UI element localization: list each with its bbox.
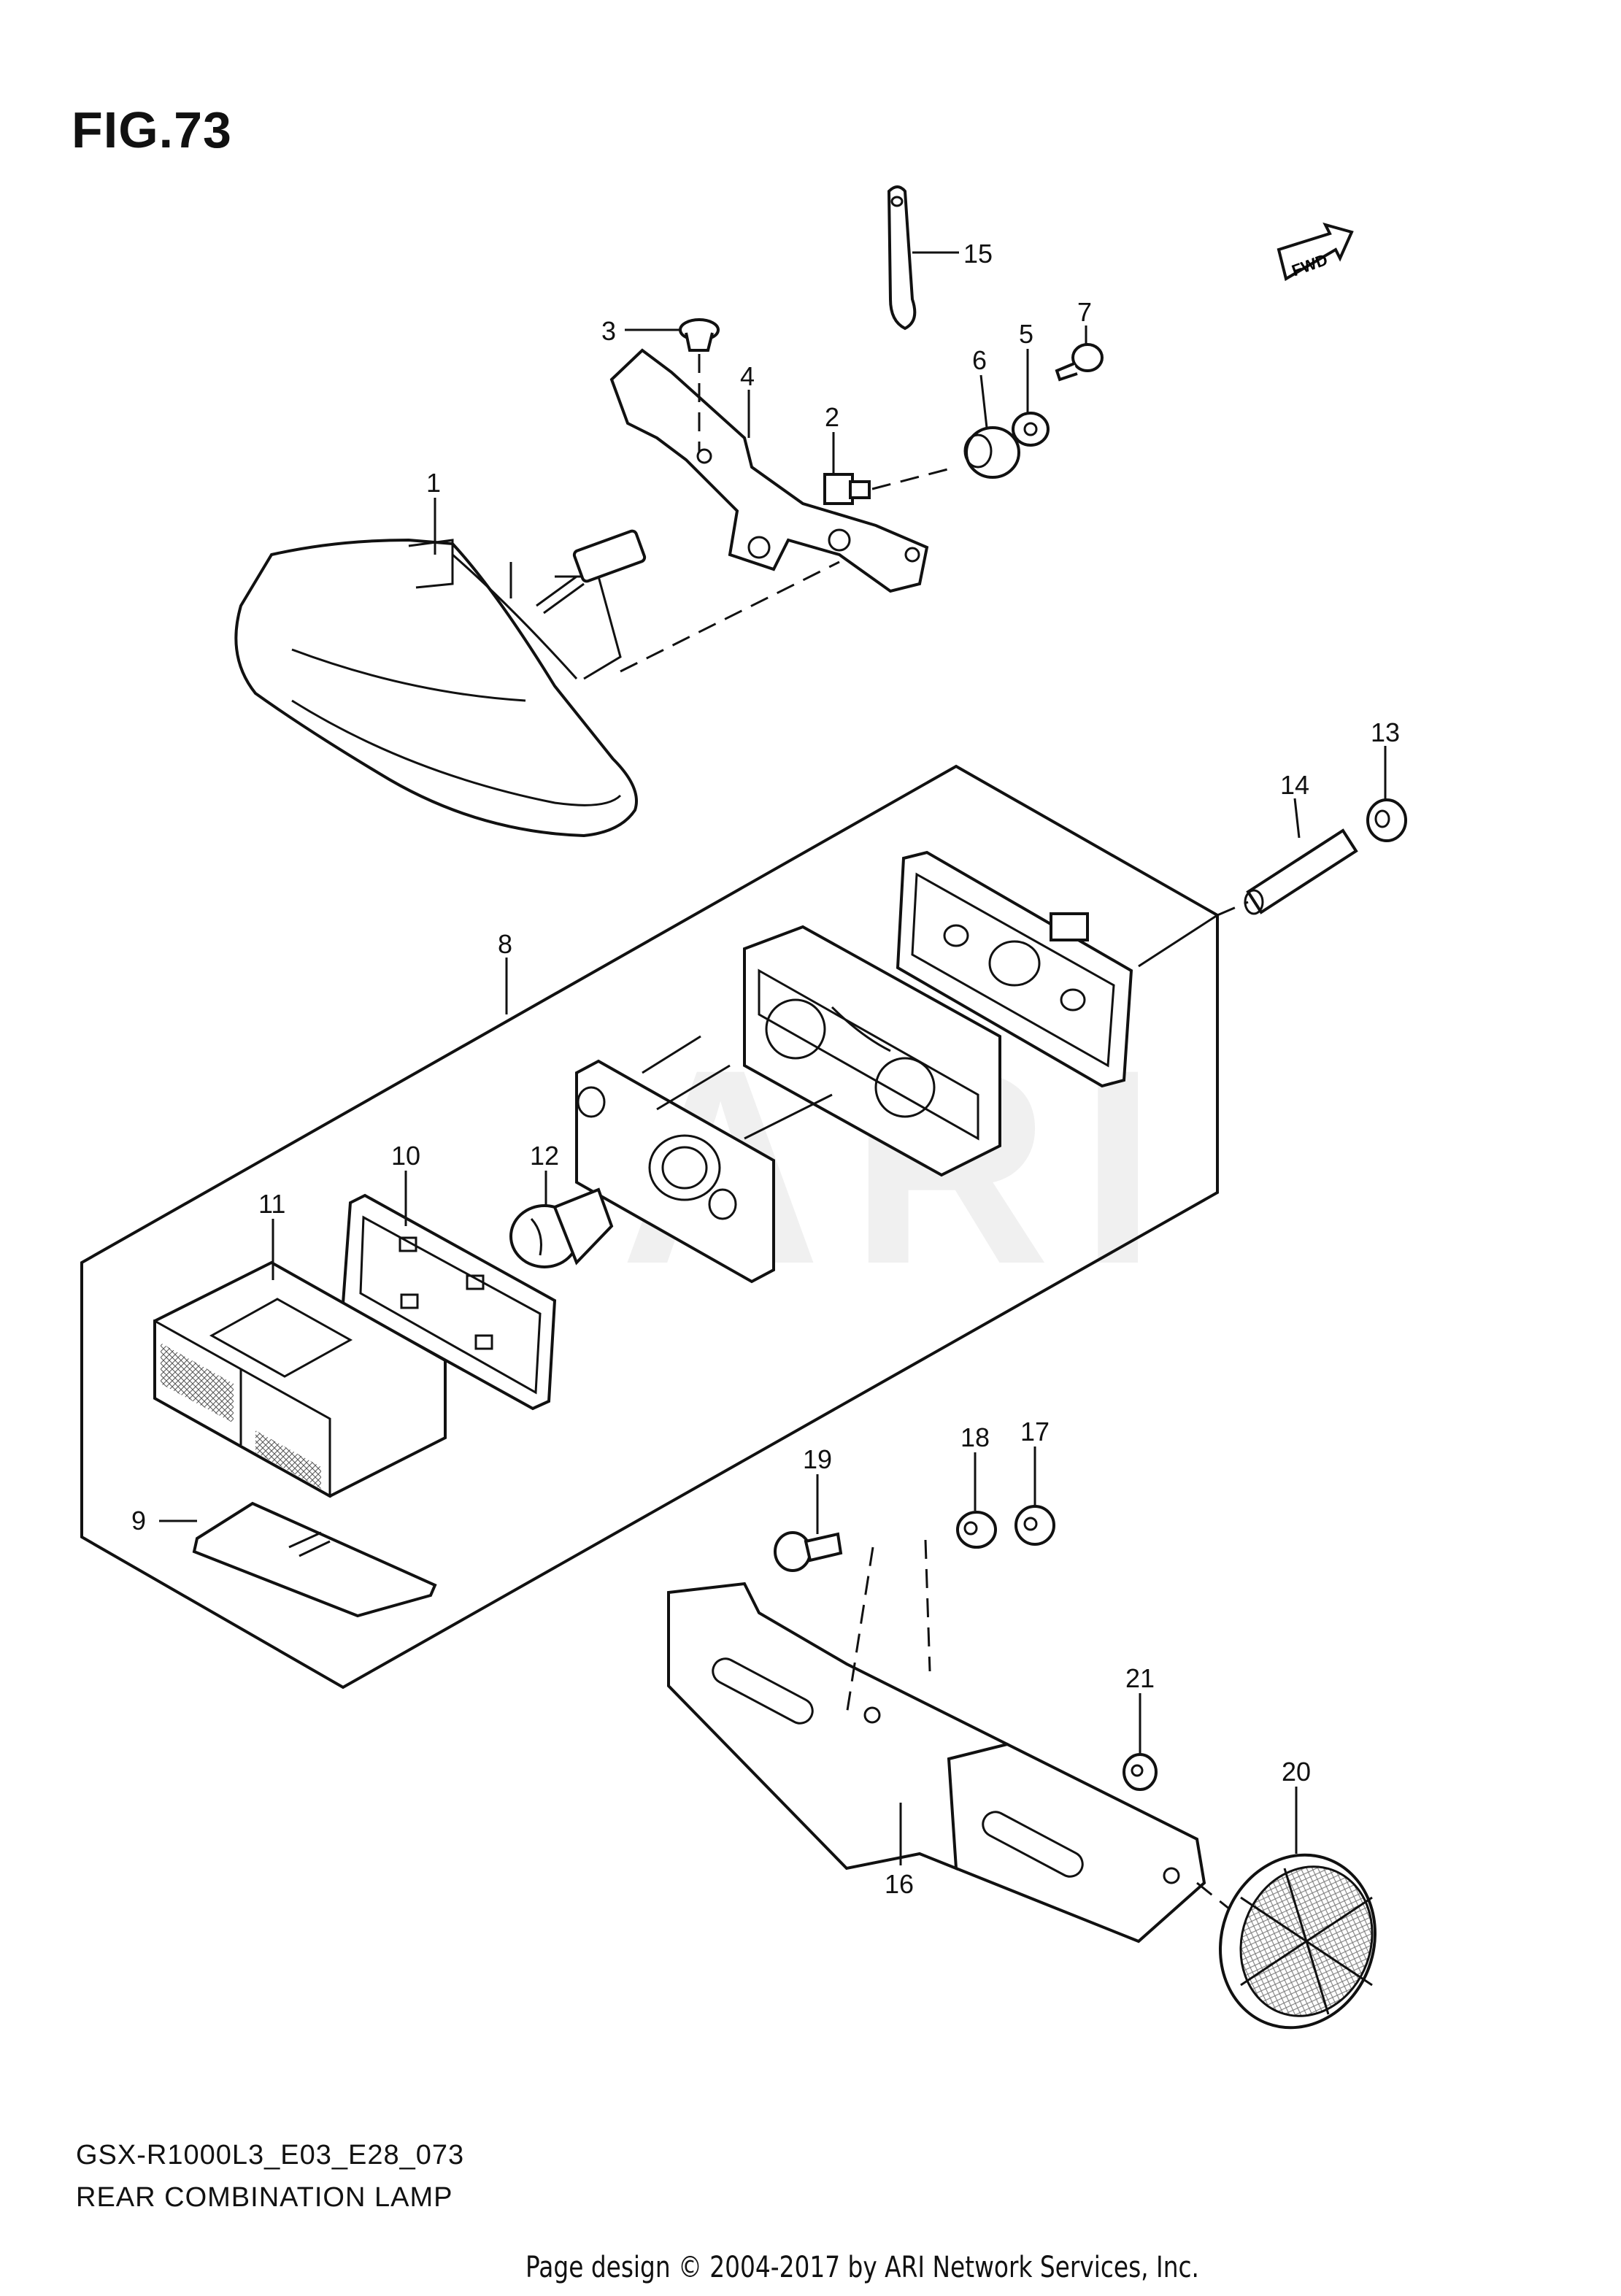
reflector-nut-part <box>1123 1753 1158 1791</box>
callout-7: 7 <box>1077 297 1092 327</box>
callout-13: 13 <box>1371 717 1400 747</box>
fwd-arrow-icon: FWD <box>1277 222 1354 282</box>
figure-code: GSX-R1000L3_E03_E28_073 <box>76 2140 465 2170</box>
callout-8: 8 <box>498 929 512 959</box>
callout-12: 12 <box>530 1141 559 1171</box>
grommet-part <box>963 426 1020 479</box>
callout-14: 14 <box>1280 770 1309 800</box>
rivet-part <box>679 318 720 352</box>
callout-15: 15 <box>963 239 993 269</box>
bulb-socket-plate <box>575 1035 833 1284</box>
callout-1: 1 <box>426 468 441 498</box>
callout-10: 10 <box>391 1141 420 1171</box>
callout-3: 3 <box>601 316 616 346</box>
bulb-part <box>509 1187 614 1268</box>
screw-part <box>1055 343 1104 382</box>
wire-clamp-part <box>887 185 917 331</box>
callout-11: 11 <box>258 1189 285 1219</box>
nut-part <box>1366 798 1407 842</box>
lens-cover-plate-part <box>192 1501 437 1618</box>
reflector-part <box>1219 1853 1376 2030</box>
mounting-bracket <box>609 348 929 593</box>
spacer-tube-part <box>1244 828 1358 915</box>
callout-20: 20 <box>1282 1757 1311 1787</box>
figure-caption: REAR COMBINATION LAMP <box>76 2182 453 2213</box>
figure-title: FIG.73 <box>72 101 232 158</box>
callout-16: 16 <box>885 1869 914 1899</box>
lamp-gasket-part <box>896 850 1133 1088</box>
page-footer: Page design © 2004-2017 by ARI Network S… <box>525 2251 1199 2284</box>
callout-4: 4 <box>740 361 755 391</box>
callout-6: 6 <box>972 345 987 375</box>
license-plate-bracket-part <box>667 1582 1206 1943</box>
lamp-socket-housing <box>743 925 1001 1177</box>
callout-21: 21 <box>1125 1663 1155 1693</box>
bracket-screw-part <box>774 1531 843 1572</box>
callout-18: 18 <box>960 1422 990 1452</box>
bracket-nut-part <box>1014 1505 1055 1546</box>
callout-2: 2 <box>825 402 839 432</box>
tail-lamp-housing <box>234 529 647 838</box>
washer-part <box>1012 412 1050 447</box>
callout-5: 5 <box>1019 319 1033 349</box>
bracket-washer-part <box>956 1511 997 1549</box>
license-lamp-lens-part <box>153 1260 447 1498</box>
callout-17: 17 <box>1020 1417 1050 1446</box>
callout-9: 9 <box>131 1506 146 1536</box>
bolt-part <box>823 473 871 505</box>
callout-19: 19 <box>803 1444 832 1474</box>
